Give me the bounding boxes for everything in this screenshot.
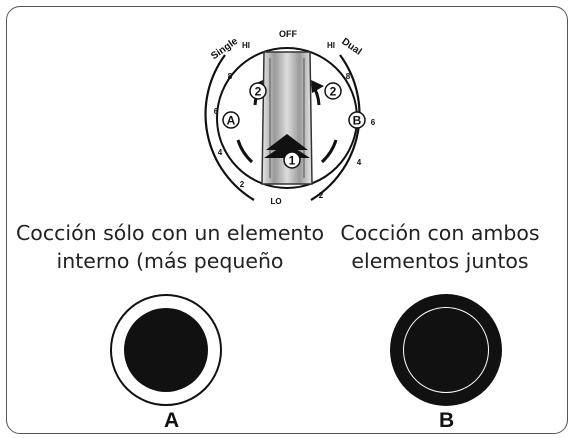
step-1-badge [283, 151, 301, 169]
marker-b-letter: B [353, 114, 362, 128]
marker-a-letter: A [227, 114, 236, 128]
marker-a-badge [222, 111, 240, 129]
left-scale-6: 6 [214, 107, 219, 116]
lo-label: LO [270, 197, 281, 206]
off-label: OFF [279, 29, 297, 39]
right-scale-4: 4 [357, 158, 362, 167]
single-caption-line-1: Cocción sólo con un elemento [15, 221, 325, 245]
diagram-frame [6, 6, 568, 434]
single-range-arc [204, 54, 255, 201]
step-2-right-badge [324, 82, 342, 100]
turn-arrow-icon [320, 139, 338, 164]
hi-left-label: HI [242, 41, 250, 50]
dual-label: Dual [339, 36, 363, 58]
knob-grip [261, 51, 313, 185]
element-a-label: A [164, 409, 180, 432]
dual-caption-line-2: elementos juntos [351, 249, 529, 273]
step-1-number: 1 [289, 154, 296, 168]
left-scale-4: 4 [218, 148, 223, 157]
dual-caption-line-1: Cocción con ambos [340, 221, 540, 245]
dual-element-burner [390, 294, 502, 406]
inner-element-ring [403, 307, 489, 393]
step-2-left-number: 2 [255, 85, 262, 99]
turn-arrow-icon [236, 139, 254, 164]
right-scale-2: 2 [319, 191, 324, 200]
left-scale-8: 8 [228, 72, 233, 81]
arrow-head-icon [311, 80, 324, 93]
right-scale-8: 8 [346, 72, 351, 81]
dual-range-arc [310, 54, 361, 201]
step-2-right-number: 2 [330, 85, 337, 99]
hi-right-label: HI [327, 41, 335, 50]
push-arrow-icon [266, 134, 308, 150]
single-element-caption: Cocción sólo con un elemento interno (má… [0, 219, 340, 275]
right-scale-6: 6 [371, 118, 376, 127]
single-label: Single [209, 36, 240, 62]
single-element-burner [110, 294, 222, 406]
step-2-left-badge [249, 82, 267, 100]
inner-element-heated [124, 308, 208, 392]
single-caption-line-2: interno (más pequeño [56, 249, 284, 273]
marker-b-badge [348, 111, 366, 129]
left-scale-2: 2 [240, 180, 245, 189]
element-b-label: B [439, 409, 455, 432]
dual-element-caption: Cocción con ambos elementos juntos [320, 219, 560, 275]
